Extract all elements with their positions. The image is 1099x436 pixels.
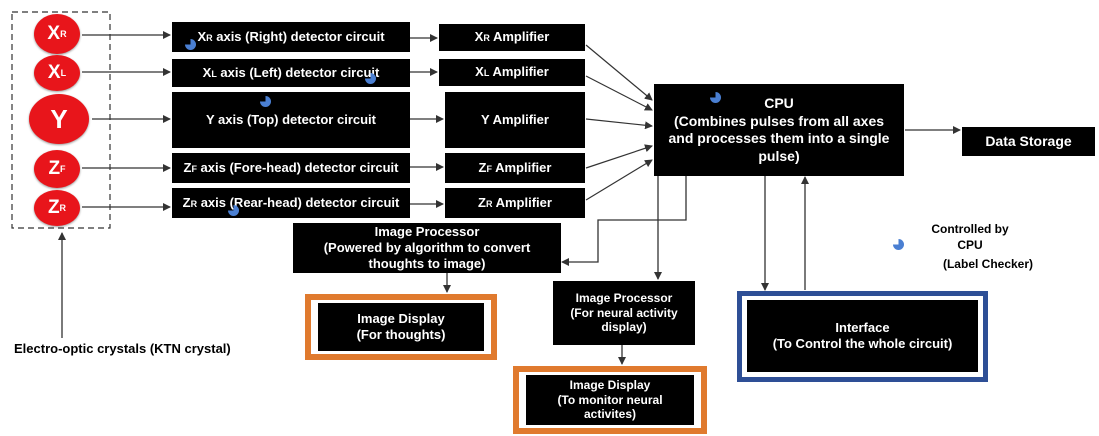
interface-title: Interface [835,319,890,335]
detector-xr-text: XR axis (Right) detector circuit [197,28,385,44]
crystal-y: Y [29,94,89,144]
detector-xl-text: XL axis (Left) detector circuit [202,64,380,80]
detector-zr: ZR axis (Rear-head) detector circuit [172,188,410,218]
image-processor-thoughts-title: Image Processor [374,223,480,239]
detector-xr: XR axis (Right) detector circuit [172,22,410,52]
amplifier-y-text: Y Amplifier [481,111,549,127]
crystal-xl-sub: L [60,68,67,78]
image-processor-neural-desc: (For neural activity display) [570,305,678,335]
image-processor-thoughts-desc: (Powered by algorithm to convert thought… [323,239,531,272]
cpu-title: CPU [764,95,794,111]
crystal-xr-label: X [47,23,61,44]
data-storage-label: Data Storage [985,132,1072,149]
amplifier-zr: ZR Amplifier [445,188,585,218]
marker-icon [710,92,721,103]
legend-controlled-by: Controlled by CPU [931,222,1009,252]
marker-icon [365,73,376,84]
crystal-xl-label: X [47,62,61,83]
amplifier-xl-text: XL Amplifier [475,64,549,80]
detector-y-text: Y axis (Top) detector circuit [205,111,376,127]
crystal-zr-sub: R [59,203,67,213]
data-storage-box: Data Storage [962,127,1095,156]
image-display-neural: Image Display (To monitor neural activit… [526,375,694,425]
amplifier-xr: XR Amplifier [439,24,585,51]
cpu-box: CPU (Combines pulses from all axes and p… [654,84,904,176]
crystal-group-border [11,11,111,229]
image-processor-neural: Image Processor (For neural activity dis… [553,281,695,345]
image-processor-thoughts: Image Processor (Powered by algorithm to… [293,223,561,273]
detector-zf: ZF axis (Fore-head) detector circuit [172,153,410,183]
amplifier-xl: XL Amplifier [439,59,585,86]
cpu-desc: (Combines pulses from all axes and proce… [668,112,890,164]
detector-xl: XL axis (Left) detector circuit [172,59,410,87]
marker-icon [185,39,196,50]
crystal-zf-label: Z [48,158,61,179]
image-display-neural-desc: (To monitor neural activites) [557,392,663,422]
amplifier-zr-text: ZR Amplifier [478,194,552,210]
legend-marker-icon [893,239,904,250]
interface-box: Interface (To Control the whole circuit) [747,300,978,372]
amplifier-y: Y Amplifier [445,92,585,148]
marker-icon [260,96,271,107]
image-display-thoughts: Image Display (For thoughts) [318,303,484,351]
detector-y: Y axis (Top) detector circuit [172,92,410,148]
interface-desc: (To Control the whole circuit) [772,336,953,351]
legend-label-checker: (Label Checker) [942,257,1034,271]
crystal-xr-sub: R [60,29,67,39]
crystal-caption: Electro-optic crystals (KTN crystal) [14,341,231,356]
image-display-thoughts-desc: (For thoughts) [356,327,446,342]
amplifier-zf-text: ZF Amplifier [478,159,552,175]
image-display-thoughts-title: Image Display [357,310,445,326]
marker-icon [228,205,239,216]
image-processor-neural-title: Image Processor [575,291,673,306]
crystal-zf-sub: F [60,164,66,174]
detector-zr-text: ZR axis (Rear-head) detector circuit [182,194,400,210]
amplifier-xr-text: XR Amplifier [474,29,550,45]
crystal-zr-label: Z [47,197,60,218]
detector-zf-text: ZF axis (Fore-head) detector circuit [183,159,399,175]
crystal-y-label: Y [50,103,68,134]
amplifier-zf: ZF Amplifier [445,153,585,183]
image-display-neural-title: Image Display [569,378,651,393]
